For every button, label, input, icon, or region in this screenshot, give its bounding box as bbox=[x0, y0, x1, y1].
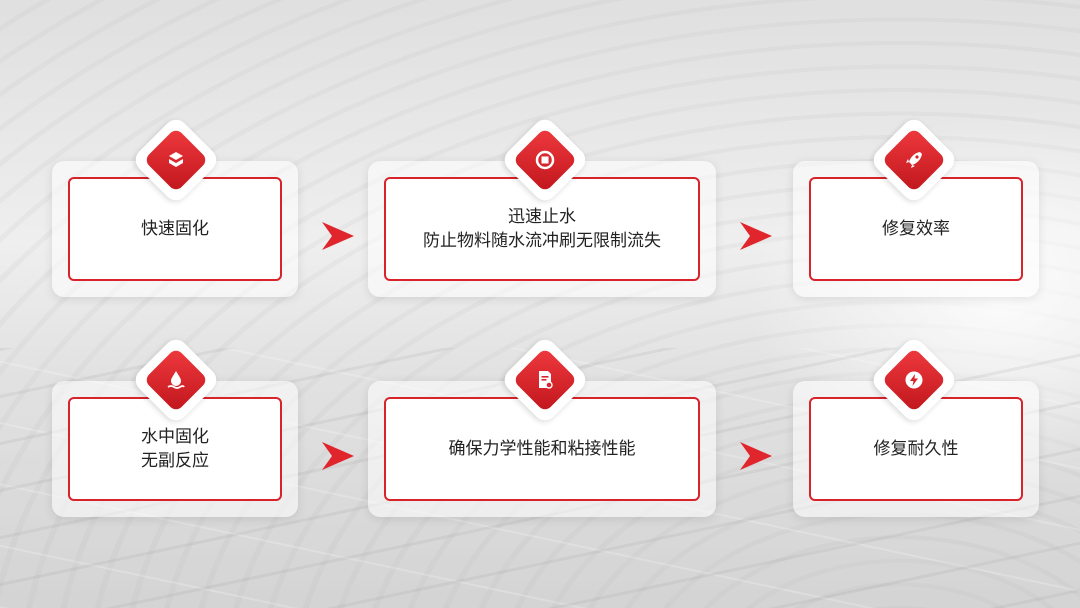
arrow-right-icon bbox=[740, 442, 772, 470]
card-inner: 迅速止水 防止物料随水流冲刷无限制流失 bbox=[384, 177, 700, 281]
arrow-right-icon bbox=[322, 442, 354, 470]
rocket-icon bbox=[868, 114, 960, 206]
card-line: 迅速止水 bbox=[508, 207, 576, 227]
arrow-right-icon bbox=[740, 222, 772, 250]
card-rapid-water-stop: 迅速止水 防止物料随水流冲刷无限制流失 bbox=[368, 161, 716, 297]
card-line: 快速固化 bbox=[141, 219, 209, 239]
document-settings-icon bbox=[499, 334, 591, 426]
stop-icon bbox=[499, 114, 591, 206]
card-line: 防止物料随水流冲刷无限制流失 bbox=[423, 231, 661, 251]
card-line: 修复耐久性 bbox=[873, 439, 959, 459]
layers-icon bbox=[130, 114, 222, 206]
card-line: 修复效率 bbox=[882, 219, 950, 239]
water-drop-icon bbox=[130, 334, 222, 426]
arrow-right-icon bbox=[322, 222, 354, 250]
card-line: 确保力学性能和粘接性能 bbox=[448, 439, 636, 459]
card-line: 无副反应 bbox=[141, 451, 209, 471]
card-repair-efficiency: 修复效率 bbox=[793, 161, 1039, 297]
card-inner: 修复效率 bbox=[809, 177, 1023, 281]
lightning-icon bbox=[868, 334, 960, 426]
card-line: 水中固化 bbox=[141, 427, 209, 447]
